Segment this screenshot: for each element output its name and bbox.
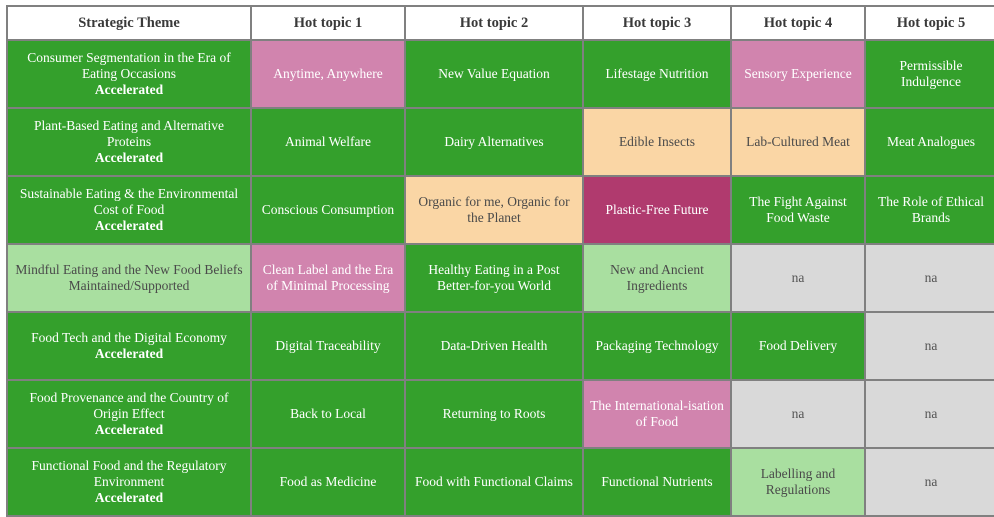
- hot-topic-cell[interactable]: Healthy Eating in a Post Better-for-you …: [404, 243, 584, 313]
- hot-topic-cell[interactable]: Meat Analogues: [864, 107, 994, 177]
- hot-topic-cell[interactable]: Functional Nutrients: [582, 447, 732, 517]
- hot-topic-cell[interactable]: Dairy Alternatives: [404, 107, 584, 177]
- column-header-strategic-theme: Strategic Theme: [6, 5, 252, 41]
- strategic-theme-status: Maintained/Supported: [68, 278, 190, 293]
- table-row: Functional Food and the Regulatory Envir…: [6, 447, 994, 517]
- hot-topic-cell[interactable]: The Role of Ethical Brands: [864, 175, 994, 245]
- header-row: Strategic Theme Hot topic 1 Hot topic 2 …: [6, 5, 994, 41]
- hot-topic-cell[interactable]: Back to Local: [250, 379, 406, 449]
- hot-topic-cell[interactable]: Lifestage Nutrition: [582, 39, 732, 109]
- hot-topic-cell[interactable]: Returning to Roots: [404, 379, 584, 449]
- hot-topic-cell[interactable]: Data-Driven Health: [404, 311, 584, 381]
- column-header-hot-topic-4: Hot topic 4: [730, 5, 866, 41]
- hot-topic-cell[interactable]: Plastic-Free Future: [582, 175, 732, 245]
- column-header-hot-topic-1: Hot topic 1: [250, 5, 406, 41]
- hot-topic-cell[interactable]: na: [864, 311, 994, 381]
- hot-topic-cell[interactable]: New and Ancient Ingredients: [582, 243, 732, 313]
- hot-topic-cell[interactable]: na: [864, 447, 994, 517]
- strategic-theme-cell[interactable]: Plant-Based Eating and Alternative Prote…: [6, 107, 252, 177]
- table-body: Consumer Segmentation in the Era of Eati…: [6, 39, 994, 517]
- hot-topic-cell[interactable]: Organic for me, Organic for the Planet: [404, 175, 584, 245]
- strategic-theme-matrix: Strategic Theme Hot topic 1 Hot topic 2 …: [6, 5, 994, 517]
- hot-topic-cell[interactable]: Conscious Consumption: [250, 175, 406, 245]
- strategic-theme-cell[interactable]: Functional Food and the Regulatory Envir…: [6, 447, 252, 517]
- hot-topic-cell[interactable]: Permissible Indulgence: [864, 39, 994, 109]
- strategic-theme-name: Plant-Based Eating and Alternative Prote…: [33, 118, 225, 150]
- strategic-theme-name: Consumer Segmentation in the Era of Eati…: [27, 50, 231, 82]
- hot-topic-cell[interactable]: Clean Label and the Era of Minimal Proce…: [250, 243, 406, 313]
- strategic-theme-status: Accelerated: [94, 81, 164, 97]
- hot-topic-cell[interactable]: The Fight Against Food Waste: [730, 175, 866, 245]
- hot-topic-cell[interactable]: na: [730, 243, 866, 313]
- hot-topic-cell[interactable]: na: [864, 243, 994, 313]
- hot-topic-cell[interactable]: Food as Medicine: [250, 447, 406, 517]
- table-row: Consumer Segmentation in the Era of Eati…: [6, 39, 994, 109]
- strategic-theme-status: Accelerated: [94, 421, 164, 437]
- table-row: Plant-Based Eating and Alternative Prote…: [6, 107, 994, 177]
- strategic-theme-name: Food Tech and the Digital Economy: [31, 330, 227, 346]
- strategic-theme-name: Mindful Eating and the New Food Beliefs: [15, 262, 243, 278]
- hot-topic-cell[interactable]: na: [730, 379, 866, 449]
- hot-topic-cell[interactable]: Animal Welfare: [250, 107, 406, 177]
- strategic-theme-name: Sustainable Eating & the Environmental C…: [19, 186, 239, 218]
- table-row: Food Provenance and the Country of Origi…: [6, 379, 994, 449]
- hot-topic-cell[interactable]: Packaging Technology: [582, 311, 732, 381]
- strategic-theme-name: Food Provenance and the Country of Origi…: [29, 390, 229, 422]
- hot-topic-cell[interactable]: Food Delivery: [730, 311, 866, 381]
- strategic-theme-cell[interactable]: Food Provenance and the Country of Origi…: [6, 379, 252, 449]
- strategic-theme-cell[interactable]: Consumer Segmentation in the Era of Eati…: [6, 39, 252, 109]
- hot-topic-cell[interactable]: Food with Functional Claims: [404, 447, 584, 517]
- hot-topic-cell[interactable]: Labelling and Regulations: [730, 447, 866, 517]
- hot-topic-cell[interactable]: Digital Traceability: [250, 311, 406, 381]
- strategic-theme-name: Functional Food and the Regulatory Envir…: [31, 458, 227, 490]
- hot-topic-cell[interactable]: Edible Insects: [582, 107, 732, 177]
- hot-topic-cell[interactable]: Anytime, Anywhere: [250, 39, 406, 109]
- hot-topic-cell[interactable]: na: [864, 379, 994, 449]
- column-header-hot-topic-2: Hot topic 2: [404, 5, 584, 41]
- hot-topic-cell[interactable]: Sensory Experience: [730, 39, 866, 109]
- hot-topic-cell[interactable]: Lab-Cultured Meat: [730, 107, 866, 177]
- column-header-hot-topic-3: Hot topic 3: [582, 5, 732, 41]
- strategic-theme-status: Accelerated: [94, 149, 164, 165]
- table-header: Strategic Theme Hot topic 1 Hot topic 2 …: [6, 5, 994, 41]
- strategic-theme-cell[interactable]: Sustainable Eating & the Environmental C…: [6, 175, 252, 245]
- hot-topic-cell[interactable]: The International-isation of Food: [582, 379, 732, 449]
- strategic-theme-status: Accelerated: [94, 346, 164, 361]
- strategic-theme-status: Accelerated: [94, 489, 164, 505]
- table-row: Sustainable Eating & the Environmental C…: [6, 175, 994, 245]
- strategic-theme-status: Accelerated: [94, 217, 164, 233]
- column-header-hot-topic-5: Hot topic 5: [864, 5, 994, 41]
- hot-topic-cell[interactable]: New Value Equation: [404, 39, 584, 109]
